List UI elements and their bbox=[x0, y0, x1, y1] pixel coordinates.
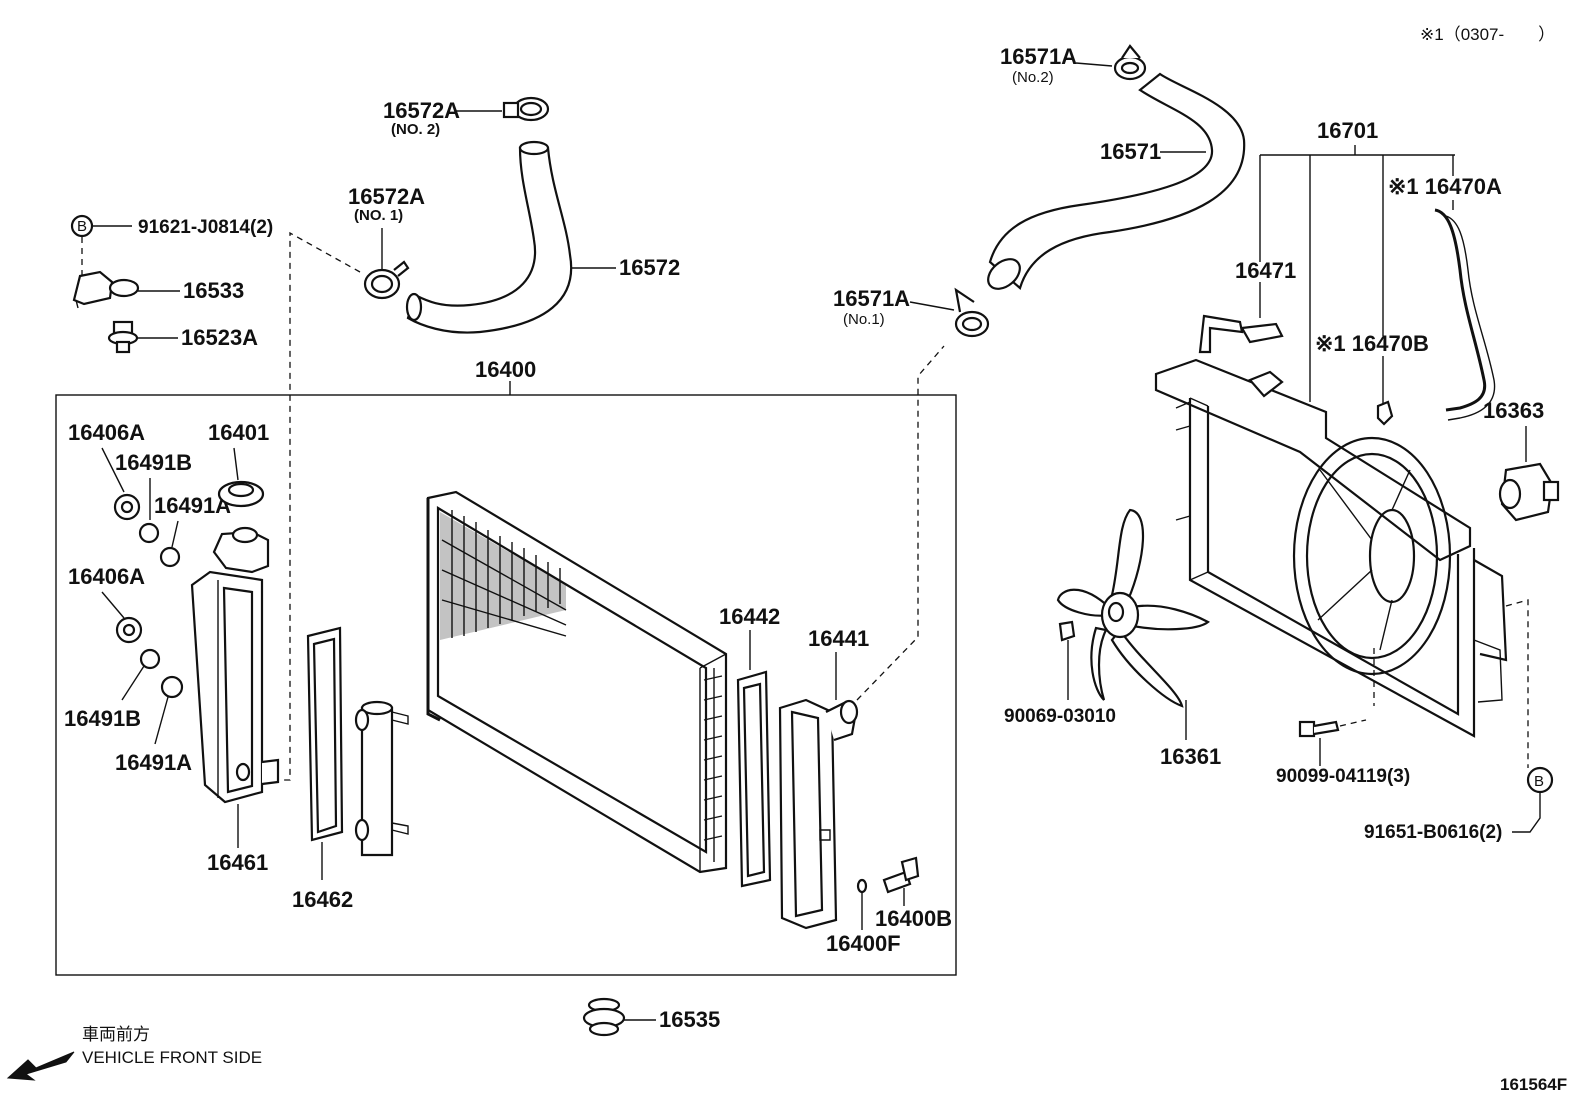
label-16571[interactable]: 16571 bbox=[1100, 139, 1161, 164]
radiator-hose-16571-icon bbox=[988, 72, 1246, 290]
label-16571A-no1-sub: (No.1) bbox=[843, 311, 885, 328]
label-16533[interactable]: 16533 bbox=[183, 278, 244, 303]
label-91621-J0814[interactable]: 91621-J0814(2) bbox=[138, 217, 273, 238]
radiator-tank-16461-icon bbox=[190, 526, 280, 804]
label-16572A-no2[interactable]: 16572A bbox=[383, 98, 460, 123]
label-16471[interactable]: 16471 bbox=[1235, 258, 1296, 283]
label-90069-03010[interactable]: 90069-03010 bbox=[1004, 706, 1116, 727]
vehicle-front-label-jp: 車両前方 bbox=[82, 1025, 150, 1044]
label-16470B[interactable]: ※1 16470B bbox=[1315, 331, 1429, 356]
diagram-code: 161564F bbox=[1500, 1075, 1567, 1094]
label-16461[interactable]: 16461 bbox=[207, 850, 268, 875]
cooling-fan-16361-icon bbox=[1056, 508, 1210, 708]
label-16401[interactable]: 16401 bbox=[208, 420, 269, 445]
svg-text:B: B bbox=[77, 218, 87, 235]
label-16701[interactable]: 16701 bbox=[1317, 118, 1378, 143]
o-ring-16400F-icon bbox=[856, 878, 868, 894]
label-16400F[interactable]: 16400F bbox=[826, 931, 901, 956]
front-arrow-icon bbox=[6, 1051, 75, 1081]
clamp-16572A-no2-icon bbox=[502, 96, 550, 122]
o-ring-16491A-top-icon bbox=[159, 546, 181, 568]
hose-16470A-icon bbox=[1434, 208, 1487, 412]
label-91651-B0616[interactable]: 91651-B0616(2) bbox=[1364, 822, 1502, 843]
label-16442[interactable]: 16442 bbox=[719, 604, 780, 629]
svg-text:B: B bbox=[1534, 773, 1544, 790]
label-16571A-no2[interactable]: 16571A bbox=[1000, 44, 1077, 69]
label-16523A[interactable]: 16523A bbox=[181, 325, 258, 350]
o-ring-16491A-bot-icon bbox=[160, 675, 184, 699]
bolt-90099-icon bbox=[1298, 720, 1340, 738]
clamp-16571A-no2-icon bbox=[1113, 44, 1147, 81]
bracket-16533-icon bbox=[72, 270, 140, 309]
label-16491B-bot[interactable]: 16491B bbox=[64, 706, 141, 731]
label-16571A-no2-sub: (No.2) bbox=[1012, 69, 1054, 86]
radiator-cap-16401-icon bbox=[217, 480, 265, 508]
label-16572[interactable]: 16572 bbox=[619, 255, 680, 280]
label-16363[interactable]: 16363 bbox=[1483, 398, 1544, 423]
label-16406A-top[interactable]: 16406A bbox=[68, 420, 145, 445]
drain-plug-16406A-top-icon bbox=[113, 493, 141, 521]
label-16572A-no1-sub: (NO. 1) bbox=[354, 207, 403, 224]
bolt-b-callout-right-icon: B bbox=[1526, 766, 1554, 794]
label-16535[interactable]: 16535 bbox=[659, 1007, 720, 1032]
gasket-16442-icon bbox=[736, 670, 772, 888]
bolt-b-callout-icon: B bbox=[70, 214, 94, 238]
gasket-16462-icon bbox=[306, 626, 344, 842]
label-16491A-top[interactable]: 16491A bbox=[154, 493, 231, 518]
label-16491B-top[interactable]: 16491B bbox=[115, 450, 192, 475]
label-16462[interactable]: 16462 bbox=[292, 887, 353, 912]
label-90099-04119[interactable]: 90099-04119(3) bbox=[1276, 766, 1410, 787]
label-16400[interactable]: 16400 bbox=[475, 357, 536, 382]
side-pipe-icon bbox=[354, 700, 409, 857]
clip-16470B-icon bbox=[1376, 400, 1394, 426]
radiator-assembly-box bbox=[55, 394, 957, 976]
vehicle-front-label-en: VEHICLE FRONT SIDE bbox=[82, 1048, 262, 1067]
nut-90069-icon bbox=[1058, 620, 1076, 642]
label-16491A-bot[interactable]: 16491A bbox=[115, 750, 192, 775]
grommet-16535-icon bbox=[582, 997, 626, 1037]
drain-plug-16406A-bot-icon bbox=[115, 616, 143, 644]
label-16571A-no1[interactable]: 16571A bbox=[833, 286, 910, 311]
label-16572A-no1[interactable]: 16572A bbox=[348, 184, 425, 209]
radiator-core-icon bbox=[426, 490, 728, 874]
applicability-note: ※1（0307- ） bbox=[1420, 25, 1555, 44]
reservoir-cap-16471-icon bbox=[1198, 314, 1284, 354]
drain-cock-16400B-icon bbox=[882, 856, 920, 894]
fan-motor-16363-icon bbox=[1498, 462, 1560, 522]
radiator-hose-16572-icon bbox=[406, 146, 573, 334]
right-tank-16441-icon bbox=[778, 698, 859, 930]
label-16361[interactable]: 16361 bbox=[1160, 744, 1221, 769]
clamp-16571A-no1-icon bbox=[954, 287, 990, 338]
grommet-16523A-icon bbox=[107, 320, 139, 354]
label-16400B[interactable]: 16400B bbox=[875, 906, 952, 931]
label-16470A[interactable]: ※1 16470A bbox=[1388, 174, 1502, 199]
fan-shroud-icon bbox=[1154, 358, 1508, 738]
label-16406A-bot[interactable]: 16406A bbox=[68, 564, 145, 589]
label-16572A-no2-sub: (NO. 2) bbox=[391, 121, 440, 138]
gasket-16491B-top-icon bbox=[138, 522, 160, 544]
label-16441[interactable]: 16441 bbox=[808, 626, 869, 651]
gasket-16491B-bot-icon bbox=[139, 648, 161, 670]
clamp-16572A-no1-icon bbox=[363, 260, 410, 300]
